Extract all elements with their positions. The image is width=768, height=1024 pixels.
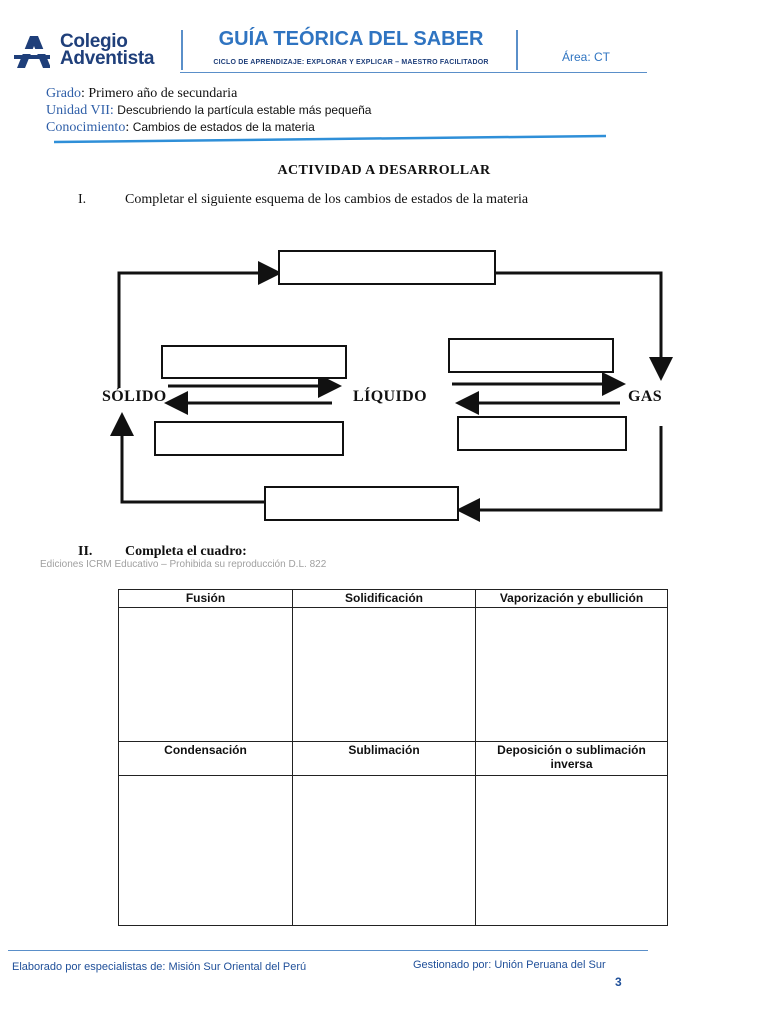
section-1-text: Completar el siguiente esquema de los ca…	[125, 192, 529, 207]
table-cell-solidification[interactable]	[292, 607, 476, 742]
table-header-vaporization: Vaporización y ebullición	[475, 589, 668, 608]
grado-line: Grado: Primero año de secundaria	[46, 86, 238, 101]
school-logo-text: Colegio Adventista	[60, 31, 155, 69]
arrow-to-solid-path	[110, 412, 265, 504]
table-cell-condensation[interactable]	[118, 775, 293, 926]
table-header-condensation: Condensación	[118, 741, 293, 776]
arrow-to-gas-path	[496, 271, 673, 381]
table-cell-vaporization[interactable]	[475, 607, 668, 742]
table-cell-sublimation[interactable]	[292, 775, 476, 926]
state-solid: SÓLIDO	[102, 388, 167, 405]
state-gas: GAS	[628, 388, 663, 405]
answer-box-condensation	[457, 416, 627, 451]
footer-rule	[8, 950, 648, 951]
info-underline	[54, 134, 606, 144]
arrow-sublimation-path	[117, 261, 282, 388]
answer-box-vaporization	[448, 338, 614, 373]
area-label: Área: CT	[562, 50, 611, 64]
school-logo-icon	[14, 36, 50, 68]
table-header-solidification: Solidificación	[292, 589, 476, 608]
header-divider-right	[516, 30, 518, 70]
logo-line-1: Colegio	[60, 31, 128, 52]
table-header-deposition: Deposición o sublimación inversa	[475, 741, 668, 776]
table-answer-row	[118, 775, 668, 926]
conocimiento-value: Cambios de estados de la materia	[132, 120, 315, 134]
table-header-row: Fusión Solidificación Vaporización y ebu…	[118, 589, 668, 608]
guide-subtitle: CICLO DE APRENDIZAJE: EXPLORAR Y EXPLICA…	[213, 59, 489, 66]
unidad-label: Unidad VII:	[46, 103, 114, 118]
states-diagram	[110, 250, 673, 522]
logo-line-2: Adventista	[60, 48, 155, 69]
activity-title: ACTIVIDAD A DESARROLLAR	[277, 163, 491, 178]
answer-box-fusion	[161, 345, 347, 379]
table-header-sublimation: Sublimación	[292, 741, 476, 776]
table-header-row: Condensación Sublimación Deposición o su…	[118, 741, 668, 776]
watermark: Ediciones ICRM Educativo – Prohibida su …	[40, 559, 327, 570]
conocimiento-label: Conocimiento	[46, 120, 126, 135]
footer-right: Gestionado por: Unión Peruana del Sur	[413, 959, 606, 971]
table-answer-row	[118, 607, 668, 742]
footer-left: Elaborado por especialistas de: Misión S…	[12, 961, 307, 973]
header-divider-left	[181, 30, 183, 70]
unidad-line: Unidad VII: Descubriendo la partícula es…	[46, 103, 371, 119]
guide-title: GUÍA TEÓRICA DEL SABER	[218, 28, 484, 50]
answer-box-solidification	[154, 421, 344, 456]
grado-label: Grado	[46, 86, 81, 101]
states-table: Fusión Solidificación Vaporización y ebu…	[118, 589, 668, 926]
table-cell-fusion[interactable]	[118, 607, 293, 742]
table-header-fusion: Fusión	[118, 589, 293, 608]
grado-value: Primero año de secundaria	[88, 86, 238, 101]
state-liquid: LÍQUIDO	[353, 388, 427, 405]
table-cell-deposition[interactable]	[475, 775, 668, 926]
page-number: 3	[615, 975, 622, 989]
answer-box-top	[278, 250, 496, 285]
conocimiento-line: Conocimiento: Cambios de estados de la m…	[46, 120, 315, 135]
arrow-deposition-path	[456, 426, 663, 522]
answer-box-bottom	[264, 486, 459, 521]
section-2-number: II.	[78, 544, 93, 559]
header-rule	[180, 72, 647, 73]
section-2-text: Completa el cuadro:	[125, 544, 247, 559]
section-1-number: I.	[78, 192, 87, 207]
unidad-value: Descubriendo la partícula estable más pe…	[117, 103, 372, 117]
